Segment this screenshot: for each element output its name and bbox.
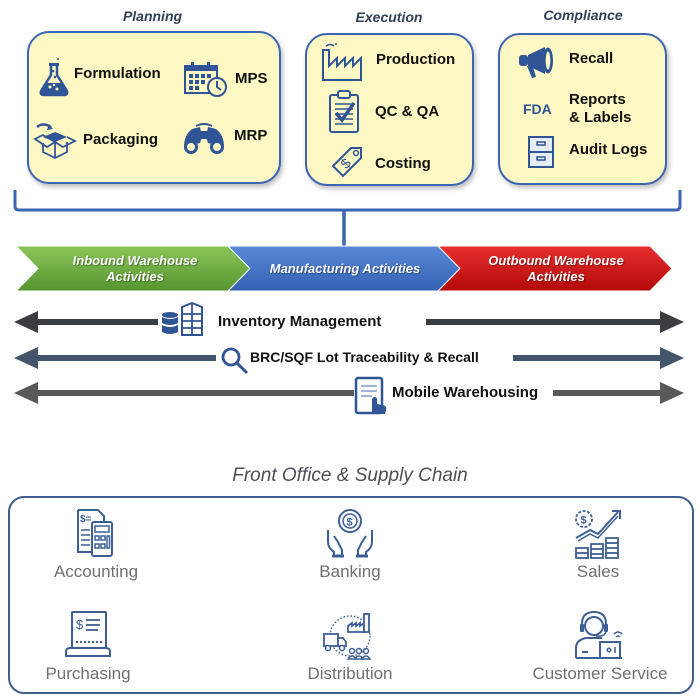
box-icon — [33, 121, 79, 159]
execution-item-label: Production — [376, 51, 456, 68]
traceability-label: BRC/SQF Lot Traceability & Recall — [246, 349, 483, 365]
compliance-item-reports-labels[interactable]: FDA Reports & Labels — [523, 91, 632, 127]
inventory-management-label: Inventory Management — [212, 313, 388, 330]
planning-title: Planning — [122, 8, 183, 24]
svg-text:$=: $= — [80, 514, 92, 525]
file-cabinet-icon — [527, 135, 555, 169]
front-office-item-sales[interactable]: $ Sales — [518, 508, 678, 582]
chevron-manufacturing-label: Manufacturing Activities — [250, 245, 440, 292]
label-line-1: Outbound Warehouse — [488, 252, 624, 268]
planning-item-label: Packaging — [83, 131, 159, 148]
execution-item-label: QC & QA — [375, 103, 440, 120]
flask-icon — [38, 57, 70, 97]
label-prefix: Inventory — [218, 313, 290, 330]
compliance-item-label: Recall — [569, 50, 614, 67]
front-office-item-label: Customer Service — [532, 664, 668, 683]
magnifier-icon — [220, 346, 250, 376]
price-tag-icon: $ — [331, 144, 365, 178]
execution-item-production[interactable]: Production — [320, 42, 455, 82]
distribution-network-icon — [322, 610, 378, 662]
mobile-warehousing-label: Mobile Warehousing — [386, 384, 545, 401]
process-flow — [14, 245, 673, 292]
mobile-warehousing-arrow — [14, 382, 684, 404]
front-office-item-purchasing[interactable]: $ Purchasing — [8, 610, 168, 684]
chevron-outbound — [436, 245, 673, 292]
front-office-item-accounting[interactable]: $= Accounting — [16, 508, 176, 582]
inventory-arrow — [14, 311, 684, 333]
traceability-arrow — [14, 347, 684, 369]
front-office-item-label: Distribution — [307, 664, 393, 683]
front-office-panel — [8, 496, 694, 694]
front-office-item-distribution[interactable]: Distribution — [270, 610, 430, 684]
front-office-item-label: Purchasing — [45, 664, 131, 683]
compliance-title: Compliance — [543, 7, 623, 23]
front-office-item-label: Accounting — [53, 562, 139, 581]
planning-item-mrp[interactable]: MRP — [180, 121, 267, 155]
compliance-item-audit-logs[interactable]: Audit Logs — [527, 135, 647, 169]
planning-item-label: MPS — [235, 70, 268, 87]
svg-text:$: $ — [347, 517, 353, 529]
hands-coin-icon: $ — [322, 508, 378, 560]
binoculars-icon — [180, 121, 228, 155]
label-line-2: & Labels — [569, 109, 632, 126]
invoice-calculator-icon: $= — [68, 508, 124, 560]
label-rest: Management — [289, 313, 382, 330]
planning-item-label: MRP — [234, 127, 268, 144]
front-office-item-label: Sales — [576, 562, 620, 581]
megaphone-icon — [517, 44, 557, 80]
front-office-item-banking[interactable]: $ Banking — [270, 508, 430, 582]
front-office-item-label: Banking — [319, 562, 381, 581]
label-line-1: Inbound Warehouse — [72, 252, 198, 268]
receipt-icon: $ — [60, 610, 116, 662]
execution-item-costing[interactable]: $ Costing — [331, 144, 431, 178]
compliance-item-label: Reports & Labels — [569, 91, 632, 127]
tablet-touch-icon — [354, 376, 388, 416]
factory-icon — [320, 42, 364, 82]
compliance-item-label: Audit Logs — [569, 141, 648, 158]
planning-item-label: Formulation — [74, 65, 161, 82]
label-line-1: Manufacturing Activities — [269, 260, 421, 276]
sales-growth-icon: $ — [570, 508, 626, 560]
grouping-bracket — [13, 190, 682, 246]
execution-item-qc-qa[interactable]: QC & QA — [327, 90, 439, 134]
front-office-item-customer-service[interactable]: Customer Service — [520, 610, 680, 684]
compliance-item-recall[interactable]: Recall — [517, 44, 613, 80]
planning-item-formulation[interactable]: Formulation — [38, 57, 161, 97]
execution-item-label: Costing — [375, 155, 431, 172]
label-line-2: Activities — [527, 268, 585, 284]
fda-text-icon: FDA — [523, 101, 552, 117]
label-line-1: Reports — [569, 91, 626, 108]
svg-text:$: $ — [76, 617, 84, 632]
planning-item-mps[interactable]: MPS — [183, 61, 268, 97]
support-agent-icon — [572, 610, 628, 662]
svg-text:$: $ — [581, 515, 587, 527]
planning-panel — [27, 31, 281, 184]
label-line-2: Activities — [106, 268, 164, 284]
front-office-title: Front Office & Supply Chain — [232, 465, 468, 486]
clipboard-check-icon — [327, 90, 361, 134]
execution-panel — [305, 33, 474, 186]
planning-item-packaging[interactable]: Packaging — [33, 121, 158, 159]
database-shelves-icon — [160, 302, 206, 338]
execution-title: Execution — [355, 9, 423, 25]
calendar-clock-icon — [183, 61, 229, 97]
